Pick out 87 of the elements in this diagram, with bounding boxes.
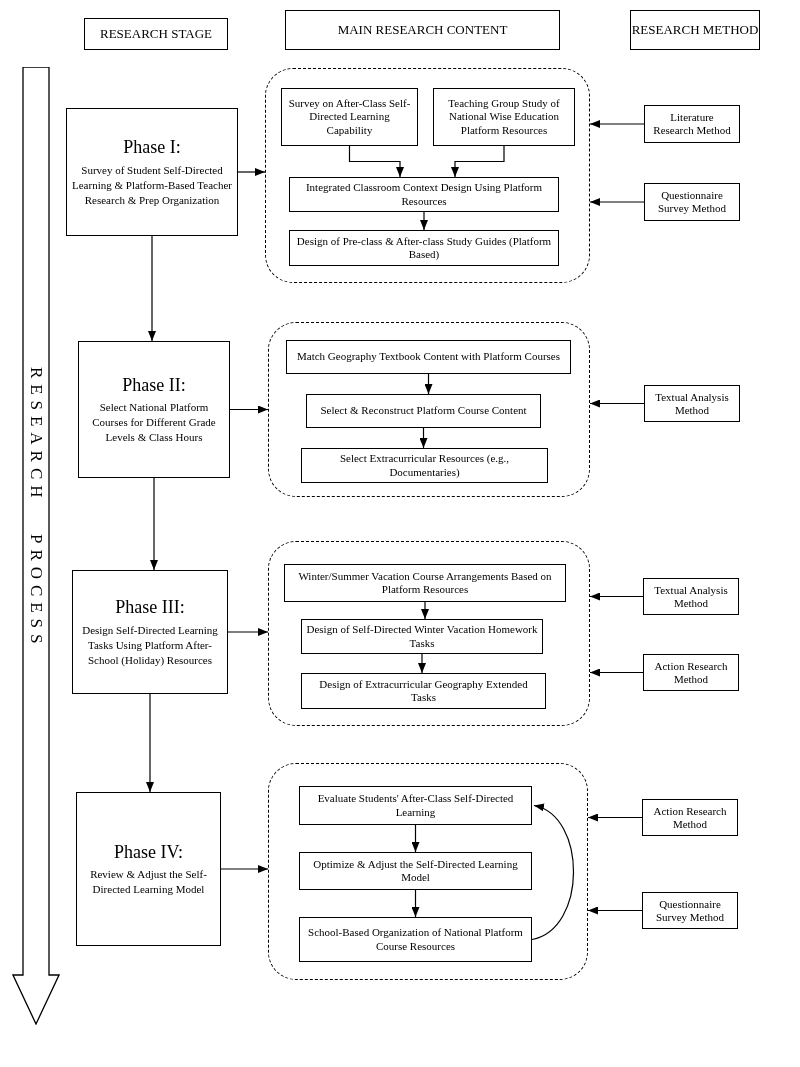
- phase-description: Select National Platform Courses for Different Grade Levels & Class Hours: [91, 400, 217, 445]
- process-box: [281, 88, 418, 146]
- arrow: [411, 824, 420, 853]
- arrow: [589, 198, 645, 206]
- box-label: Literature Research Method: [652, 111, 732, 137]
- method-box: [644, 385, 740, 422]
- arrow: [589, 592, 644, 601]
- process-box: [301, 448, 548, 483]
- method-box: [644, 183, 740, 221]
- process-box: [284, 564, 566, 602]
- box-label: Textual Analysis Method: [654, 390, 730, 417]
- phase-title: Phase I:: [123, 136, 181, 159]
- arrow: [229, 405, 269, 414]
- phase-description: Review & Adjust the Self-Directed Learning Model: [89, 867, 208, 898]
- box-label: Winter/Summer Vacation Course Arrangements Based on Platform Resources: [297, 569, 553, 597]
- arrow: [148, 235, 156, 342]
- phase-box: [66, 108, 238, 236]
- dashed-group: [265, 68, 590, 283]
- arrow: [220, 865, 269, 873]
- method-box: [643, 654, 739, 691]
- arrow: [418, 653, 426, 674]
- header-box: [630, 10, 760, 50]
- box-label: Match Geography Textbook Content with Platform Courses: [297, 350, 560, 364]
- box-label: Questionnaire Survey Method: [656, 189, 728, 215]
- arrow: [531, 804, 575, 941]
- arrow: [421, 601, 429, 620]
- process-box: [306, 394, 541, 428]
- process-box: [299, 786, 532, 825]
- arrow: [587, 813, 643, 822]
- arrow: [419, 427, 428, 449]
- process-box: [286, 340, 571, 374]
- phase-box: [76, 792, 221, 946]
- column-header: RESEARCH METHOD: [631, 21, 759, 39]
- arrow: [587, 906, 643, 915]
- method-box: [644, 105, 740, 143]
- phase-box: [78, 341, 230, 478]
- box-label: School-Based Organization of National Platform Course Resources: [307, 926, 524, 953]
- process-box: [289, 177, 559, 212]
- arrow: [451, 145, 505, 178]
- process-box: [289, 230, 559, 266]
- phase-description: Design Self-Directed Learning Tasks Using Platform After-School (Holiday) Resources: [81, 623, 219, 668]
- method-box: [643, 578, 739, 615]
- box-label: Action Research Method: [653, 659, 729, 686]
- box-label: Select Extracurricular Resources (e.g., Documentaries): [338, 452, 511, 479]
- process-box: [299, 852, 532, 890]
- box-label: Design of Self-Directed Winter Vacation Homework Tasks: [306, 623, 538, 650]
- method-box: [642, 892, 738, 929]
- header-box: [285, 10, 560, 50]
- dashed-group: [268, 322, 590, 497]
- phase-box: [72, 570, 228, 694]
- arrow: [589, 399, 645, 408]
- phase-title: Phase II:: [122, 374, 186, 397]
- arrow: [150, 477, 158, 571]
- header-box: [84, 18, 228, 50]
- column-header: MAIN RESEARCH CONTENT: [337, 21, 508, 39]
- arrow: [420, 211, 428, 231]
- process-box: [299, 917, 532, 962]
- phase-description: Survey of Student Self-Directed Learning & Platform-Based Teacher Research & Prep Organization: [71, 163, 233, 208]
- method-box: [642, 799, 738, 836]
- arrow: [227, 628, 269, 636]
- arrow: [348, 145, 404, 178]
- process-box: [433, 88, 575, 146]
- arrow: [424, 373, 433, 395]
- arrow: [411, 889, 420, 918]
- box-label: Design of Pre-class & After-class Study Guides (Platform Based): [295, 234, 553, 262]
- box-label: Select & Reconstruct Platform Course Content: [320, 404, 527, 418]
- box-label: Teaching Group Study of National Wise Education Platform Resources: [447, 97, 561, 137]
- dashed-group: [268, 541, 590, 726]
- arrow: [237, 168, 266, 176]
- box-label: Action Research Method: [652, 804, 728, 831]
- dashed-group: [268, 763, 588, 980]
- box-label: Textual Analysis Method: [653, 583, 729, 610]
- box-label: Survey on After-Class Self-Directed Learning Capability: [287, 97, 412, 137]
- process-arrow: [12, 67, 60, 1025]
- process-box: [301, 673, 546, 709]
- phase-title: Phase III:: [115, 596, 185, 619]
- arrow: [589, 120, 645, 128]
- box-label: Design of Extracurricular Geography Extended Tasks: [318, 677, 529, 705]
- process-label: RESEARCH PROCESS: [26, 367, 47, 650]
- box-label: Questionnaire Survey Method: [654, 897, 726, 924]
- arrow: [589, 668, 644, 677]
- phase-title: Phase IV:: [113, 840, 184, 864]
- box-label: Integrated Classroom Context Design Using Platform Resources: [304, 181, 544, 208]
- box-label: Evaluate Students' After-Class Self-Directed Learning: [316, 792, 515, 819]
- column-header: RESEARCH STAGE: [100, 25, 212, 43]
- arrow: [146, 693, 154, 793]
- box-label: Optimize & Adjust the Self-Directed Learning Model: [312, 857, 519, 885]
